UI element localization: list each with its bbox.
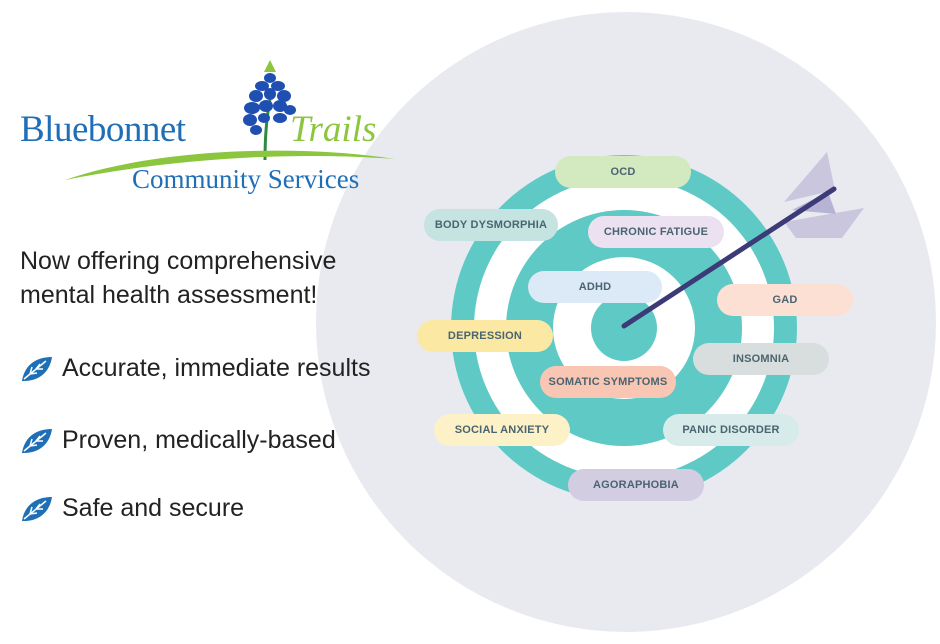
pill-body-dysmorphia: BODY DYSMORPHIA (424, 209, 558, 241)
logo-word-bluebonnet: Bluebonnet (20, 109, 186, 150)
bullet-item: Safe and secure (20, 494, 244, 523)
bullet-item: Accurate, immediate results (20, 354, 370, 383)
pill-somatic-symptoms: SOMATIC SYMPTOMS (540, 366, 676, 398)
pill-chronic-fatigue: CHRONIC FATIGUE (588, 216, 724, 248)
pill-social-anxiety: SOCIAL ANXIETY (434, 414, 570, 446)
bullet-item: Proven, medically-based (20, 426, 336, 455)
bluebonnet-flower-icon (243, 60, 296, 160)
arrow-shaft (621, 186, 837, 329)
bullet-text: Safe and secure (62, 494, 245, 522)
pill-panic-disorder: PANIC DISORDER (663, 414, 799, 446)
pill-depression: DEPRESSION (417, 320, 553, 352)
leaf-icon (22, 356, 52, 381)
pill-ocd: OCD (555, 156, 691, 188)
logo-word-community-services: Community Services (132, 164, 360, 194)
pill-agoraphobia: AGORAPHOBIA (568, 469, 704, 501)
bullet-text: Proven, medically-based (62, 426, 336, 454)
pill-insomnia: INSOMNIA (693, 343, 829, 375)
bluebonnet-trails-logo: Bluebonnet Trails Community Services (20, 60, 420, 200)
bullet-text: Accurate, immediate results (62, 354, 371, 382)
pill-gad: GAD (717, 284, 853, 316)
headline: Now offering comprehensive mental health… (20, 247, 337, 309)
logo-word-trails: Trails (290, 109, 377, 150)
leaf-icon (22, 428, 52, 453)
logo-swoosh (65, 150, 395, 180)
leaf-icon (22, 496, 52, 521)
pill-adhd: ADHD (528, 271, 662, 303)
